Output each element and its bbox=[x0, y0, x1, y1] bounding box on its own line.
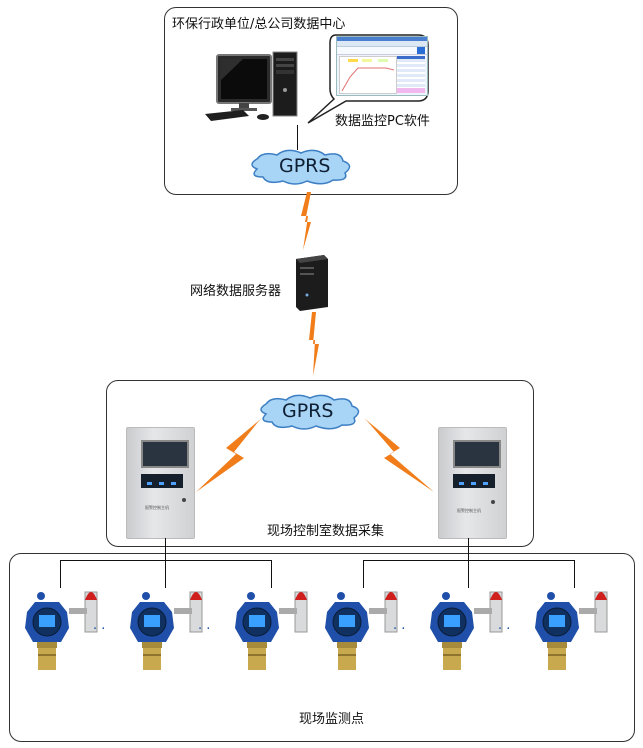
controller-left-bus-drop bbox=[165, 538, 166, 588]
more-detectors-ellipsis: · · bbox=[93, 622, 106, 637]
bus-drop bbox=[60, 560, 61, 588]
field-monitoring-label: 现场监测点 bbox=[299, 712, 365, 727]
field-monitoring-box bbox=[9, 553, 635, 742]
gas-detector-icon bbox=[430, 591, 503, 670]
pc-software-screenshot bbox=[336, 36, 428, 96]
desktop-computer-icon bbox=[205, 51, 298, 121]
gas-detector-icon bbox=[325, 591, 398, 670]
gprs-label-control-room: GPRS bbox=[282, 400, 334, 422]
controller-screen bbox=[453, 440, 501, 468]
field-bus-right bbox=[363, 560, 575, 561]
wireless-link-icon-top bbox=[301, 192, 311, 250]
pc-to-cloud-link bbox=[297, 125, 298, 150]
field-bus-left bbox=[60, 560, 272, 561]
controller-keypad bbox=[453, 474, 495, 488]
software-titlebar bbox=[337, 37, 427, 41]
gprs-label-top: GPRS bbox=[279, 155, 331, 177]
software-chart-area bbox=[339, 56, 397, 94]
controller-lock-icon bbox=[182, 498, 186, 502]
bus-drop bbox=[574, 560, 575, 588]
server-tower-icon bbox=[296, 255, 328, 311]
bus-drop bbox=[363, 560, 364, 588]
controller-left: 报警控制主机 bbox=[126, 427, 195, 539]
controller-right: 报警控制主机 bbox=[438, 427, 507, 539]
controller-lock-icon bbox=[491, 500, 495, 504]
gas-detector-icon bbox=[25, 591, 98, 670]
bus-drop bbox=[271, 560, 272, 588]
controller-right-bus-drop bbox=[468, 538, 469, 588]
software-toolbar bbox=[337, 41, 427, 47]
server-label: 网络数据服务器 bbox=[190, 284, 282, 299]
more-detectors-ellipsis: · · bbox=[393, 622, 406, 637]
cloud-icon-top bbox=[251, 149, 351, 185]
gas-detector-icon bbox=[535, 591, 608, 670]
software-buttons bbox=[397, 88, 425, 93]
gas-detector-icon bbox=[130, 591, 203, 670]
more-detectors-ellipsis: · · bbox=[498, 622, 511, 637]
controller-panel-text: 报警控制主机 bbox=[145, 505, 169, 510]
controller-keypad bbox=[141, 474, 183, 488]
wireless-link-icon-middle bbox=[309, 312, 319, 376]
pc-software-label: 数据监控PC软件 bbox=[335, 114, 430, 129]
gas-detector-icon bbox=[235, 591, 308, 670]
controller-panel-text: 报警控制主机 bbox=[457, 508, 481, 513]
software-data-table bbox=[397, 56, 425, 89]
software-filter-row bbox=[337, 47, 427, 55]
data-center-title: 环保行政单位/总公司数据中心 bbox=[172, 17, 346, 32]
cloud-icon-control-room bbox=[260, 394, 360, 430]
more-detectors-ellipsis: · · bbox=[198, 622, 211, 637]
controller-screen bbox=[141, 440, 189, 468]
wireless-link-icon-right bbox=[364, 418, 434, 492]
wireless-link-icon-left bbox=[196, 418, 262, 492]
control-room-label: 现场控制室数据采集 bbox=[267, 524, 385, 539]
